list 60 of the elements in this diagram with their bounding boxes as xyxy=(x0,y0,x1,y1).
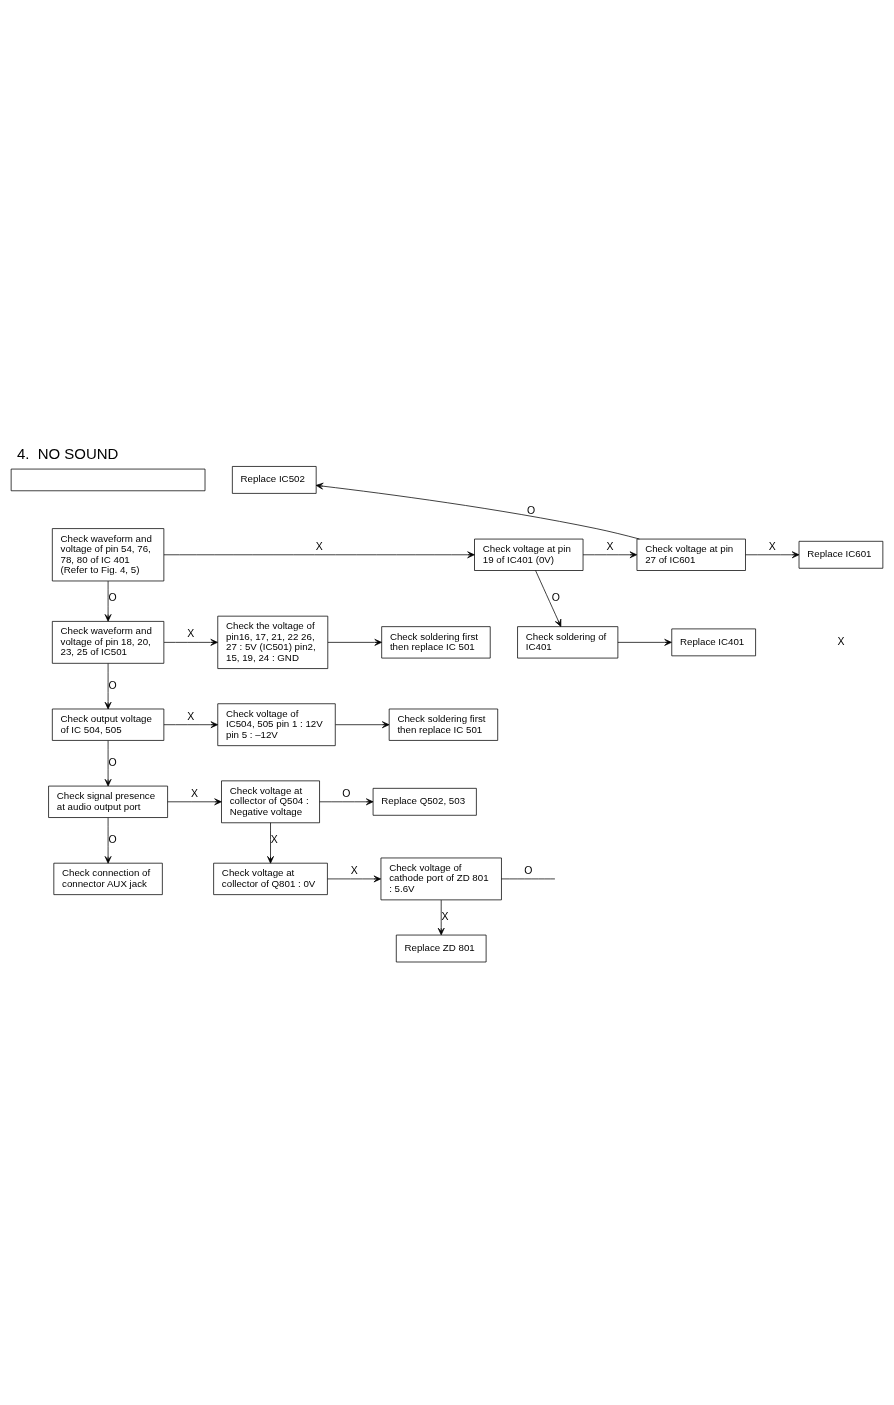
node-box: Replace IC401 xyxy=(671,628,756,656)
arrow xyxy=(167,797,222,805)
arrow xyxy=(437,899,445,935)
edge-label: O xyxy=(342,787,351,799)
edge-label: O xyxy=(526,504,536,516)
arrow xyxy=(582,550,638,558)
arrow xyxy=(745,550,800,558)
label: X xyxy=(837,635,845,647)
arrow xyxy=(535,569,562,627)
edge-label: O xyxy=(524,864,533,876)
edge-label: X xyxy=(270,833,278,845)
edge-label: X xyxy=(606,540,614,552)
edge-label: O xyxy=(108,756,117,768)
node-box: Check waveform and voltage of pin 18, 20, 23, 25 of IC501 xyxy=(51,620,165,664)
node-box: Replace IC502 xyxy=(231,465,317,494)
edge-label: O xyxy=(108,833,117,845)
node-box: Check voltage of cathode port of ZD 801 : 5.6V xyxy=(380,857,502,900)
arrow xyxy=(617,638,672,646)
arrow xyxy=(163,638,218,646)
arrow xyxy=(319,797,374,805)
node-box: Check output voltage of IC 504, 505 xyxy=(51,708,165,741)
arrow xyxy=(335,720,390,728)
edge-label: X xyxy=(187,627,195,639)
node-box: Check voltage of IC504, 505 pin 1 : 12V pin 5 : –12V xyxy=(217,702,336,746)
node-box: Check voltage at pin 19 of IC401 (0V) xyxy=(474,538,584,571)
arrow xyxy=(104,817,112,864)
node-box: Check soldering first then replace IC 501 xyxy=(381,625,491,658)
node-box: Check voltage at collector of Q504 : Negative voltage xyxy=(221,779,320,823)
node-box: Replace Q502, 503 xyxy=(372,787,477,816)
edge-label: O xyxy=(108,591,117,603)
arrow xyxy=(104,739,112,786)
node-box: Check voltage at collector of Q801 : 0V xyxy=(213,862,328,895)
node-box: Check signal presence at audio output port xyxy=(48,785,168,818)
edge-label: X xyxy=(350,864,358,876)
arrow xyxy=(327,638,382,646)
edge-label: X xyxy=(768,540,776,552)
edge-label: X xyxy=(441,910,449,922)
node-box: Replace ZD 801 xyxy=(395,934,487,962)
arrow xyxy=(267,821,274,863)
arrow xyxy=(327,875,382,882)
arrow xyxy=(104,662,112,709)
edge-label: O xyxy=(551,591,560,603)
node-box: Check soldering of IC401 xyxy=(517,625,619,658)
edge-label: X xyxy=(187,710,195,722)
edge-label: X xyxy=(191,787,199,799)
node-box: Replace IC601 xyxy=(798,540,884,569)
arrow xyxy=(163,720,218,728)
arrow xyxy=(163,550,475,558)
node-box: Check the voltage of pin16, 17, 21, 22 26, 27 : 5V (IC501) pin2, 15, 19, 24 : GND xyxy=(217,615,329,669)
arrow xyxy=(104,580,112,622)
diagram-title: 4. NO SOUND xyxy=(16,444,119,462)
arrow xyxy=(315,482,640,539)
node-box: Check waveform and voltage of pin 54, 76, 78, 80 of IC 401 (Refer to Fig. 4, 5) xyxy=(51,527,165,581)
node-box: Check voltage at pin 27 of IC601 xyxy=(636,538,746,571)
connector xyxy=(501,878,556,879)
edge-label: O xyxy=(108,679,117,691)
node-box xyxy=(10,468,206,491)
edge-label: X xyxy=(315,540,323,552)
node-box: Check soldering first then replace IC 501 xyxy=(388,708,499,741)
node-box: Check connection of connector AUX jack xyxy=(53,862,163,895)
